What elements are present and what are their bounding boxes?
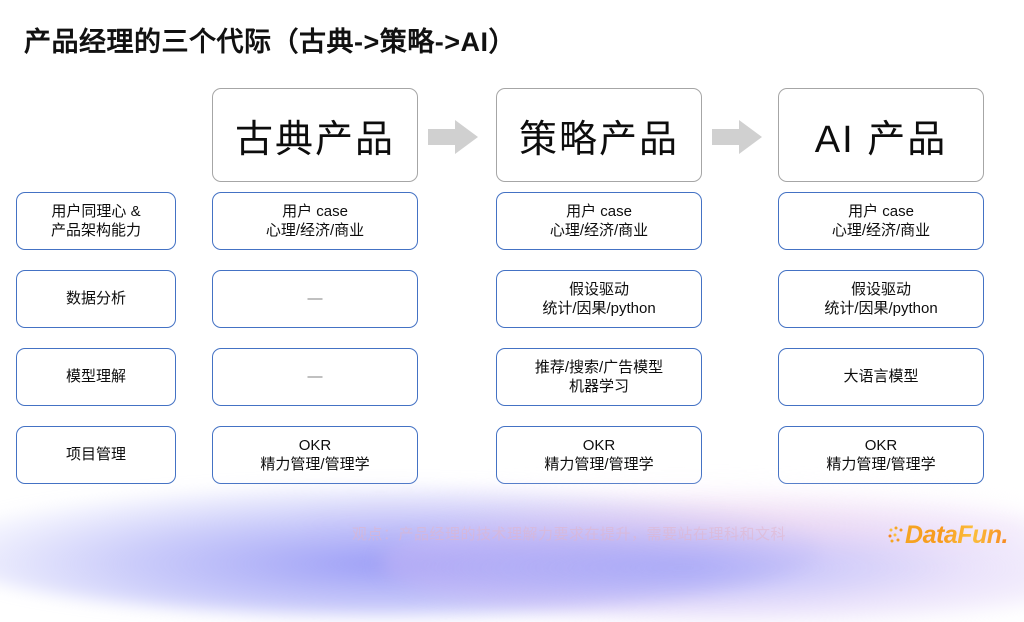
cell-line1: 假设驱动	[568, 280, 629, 298]
cell-classic-empathy[interactable]: 用户 case 心理/经济/商业	[212, 192, 418, 250]
row-label-line2: 产品架构能力	[50, 222, 141, 239]
row-label-model-understanding[interactable]: 模型理解	[16, 348, 176, 406]
right-arrow-icon	[712, 120, 762, 154]
cell-line1: 用户 case	[566, 202, 632, 220]
row-label-line1: 用户同理心 &	[51, 202, 141, 220]
cell-strategy-data-analysis[interactable]: 假设驱动 统计/因果/python	[496, 270, 702, 328]
cell-line1: OKR	[864, 436, 898, 454]
row-label-empathy[interactable]: 用户同理心 & 产品架构能力	[16, 192, 176, 250]
row-label-data-analysis[interactable]: 数据分析	[16, 270, 176, 328]
cell-line1: 大语言模型	[843, 368, 919, 386]
cell-line1: 推荐/搜索/广告模型	[534, 358, 664, 376]
generation-header-ai-label: AI 产品	[814, 118, 948, 161]
cell-line2: 精力管理/管理学	[826, 456, 936, 473]
cell-ai-project-management[interactable]: OKR 精力管理/管理学	[778, 426, 984, 484]
datafun-dots-icon	[888, 524, 904, 546]
cell-strategy-project-management[interactable]: OKR 精力管理/管理学	[496, 426, 702, 484]
cell-line2: 心理/经济/商业	[831, 222, 931, 239]
wave-layer-purple-left	[0, 486, 820, 616]
generation-header-row: 古典产品 策略产品 AI 产品	[0, 88, 1024, 184]
generation-header-classic[interactable]: 古典产品	[212, 88, 418, 182]
cell-line1: —	[307, 368, 323, 386]
table-row: 数据分析 — 假设驱动 统计/因果/python 假设驱动 统计/因果/pyth…	[0, 270, 1024, 348]
cell-line1: 用户 case	[848, 202, 914, 220]
row-label-line1: 数据分析	[65, 290, 126, 308]
cell-line1: OKR	[582, 436, 616, 454]
generation-header-strategy-label: 策略产品	[518, 118, 679, 161]
row-label-line1: 项目管理	[65, 446, 126, 464]
datafun-logo: DataFun.	[888, 520, 1008, 550]
right-arrow-icon	[428, 120, 478, 154]
generation-header-classic-label: 古典产品	[234, 118, 395, 161]
cell-line1: 用户 case	[282, 202, 348, 220]
cell-ai-data-analysis[interactable]: 假设驱动 统计/因果/python	[778, 270, 984, 328]
cell-line2: 机器学习	[568, 378, 629, 395]
cell-line2: 统计/因果/python	[542, 300, 656, 317]
table-row: 模型理解 — 推荐/搜索/广告模型 机器学习 大语言模型	[0, 348, 1024, 426]
table-row: 项目管理 OKR 精力管理/管理学 OKR 精力管理/管理学 OKR 精力管理/…	[0, 426, 1024, 504]
table-row: 用户同理心 & 产品架构能力 用户 case 心理/经济/商业 用户 case …	[0, 192, 1024, 270]
cell-line2: 精力管理/管理学	[544, 456, 654, 473]
generation-header-ai[interactable]: AI 产品	[778, 88, 984, 182]
cell-line2: 统计/因果/python	[824, 300, 938, 317]
cell-strategy-model-understanding[interactable]: 推荐/搜索/广告模型 机器学习	[496, 348, 702, 406]
cell-line1: OKR	[298, 436, 332, 454]
row-label-line1: 模型理解	[65, 368, 126, 386]
footnote-text: 观点：产品经理的技术理解力要求在提升，需要站在理科和文科	[352, 526, 787, 543]
cell-line2: 精力管理/管理学	[260, 456, 370, 473]
datafun-wordmark: DataFun.	[905, 520, 1008, 549]
cell-ai-model-understanding[interactable]: 大语言模型	[778, 348, 984, 406]
cell-line1: —	[307, 290, 323, 308]
cell-line2: 心理/经济/商业	[549, 222, 649, 239]
cell-classic-project-management[interactable]: OKR 精力管理/管理学	[212, 426, 418, 484]
cell-classic-model-understanding[interactable]: —	[212, 348, 418, 406]
cell-classic-data-analysis[interactable]: —	[212, 270, 418, 328]
row-label-project-management[interactable]: 项目管理	[16, 426, 176, 484]
generation-header-strategy[interactable]: 策略产品	[496, 88, 702, 182]
cell-ai-empathy[interactable]: 用户 case 心理/经济/商业	[778, 192, 984, 250]
page-title: 产品经理的三个代际（古典->策略->AI）	[24, 27, 517, 57]
cell-line1: 假设驱动	[850, 280, 911, 298]
cell-line2: 心理/经济/商业	[265, 222, 365, 239]
capability-matrix: 用户同理心 & 产品架构能力 用户 case 心理/经济/商业 用户 case …	[0, 192, 1024, 504]
cell-strategy-empathy[interactable]: 用户 case 心理/经济/商业	[496, 192, 702, 250]
